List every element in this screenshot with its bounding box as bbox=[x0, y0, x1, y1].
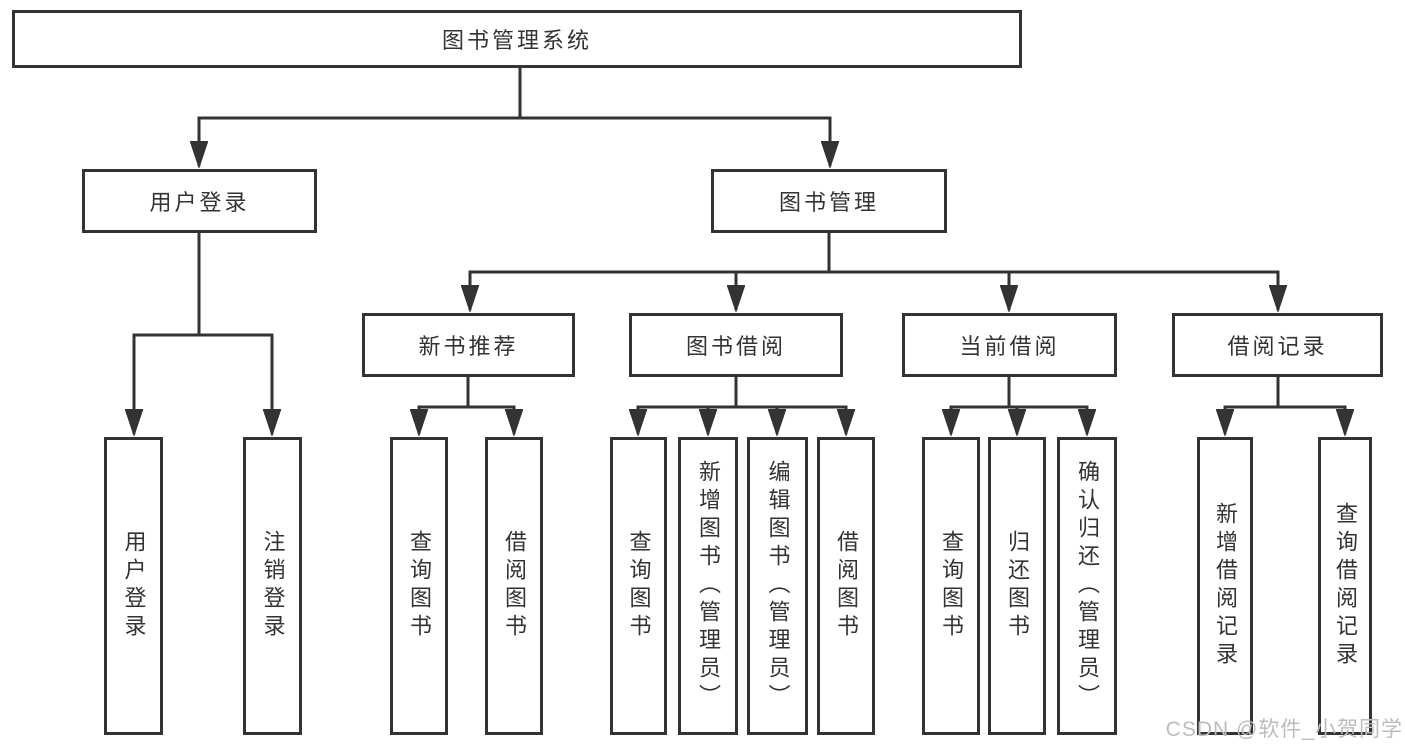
node-book-management: 图书管理 bbox=[711, 169, 947, 233]
node-borrowing-records: 借阅记录 bbox=[1172, 313, 1383, 377]
leaf-query-book-borrowing: 查询图书 bbox=[610, 437, 667, 735]
node-root: 图书管理系统 bbox=[12, 10, 1022, 68]
csdn-watermark: CSDN @软件_小贺同学 bbox=[1165, 718, 1403, 741]
leaf-user-login: 用户登录 bbox=[104, 437, 163, 735]
node-user-login: 用户登录 bbox=[82, 169, 317, 233]
node-book-borrowing: 图书借阅 bbox=[629, 313, 843, 377]
leaf-query-borrow-record: 查询借阅记录 bbox=[1318, 437, 1372, 735]
leaf-add-book-admin: 新增图书（管理员） bbox=[678, 437, 738, 735]
leaf-return-book: 归还图书 bbox=[988, 437, 1046, 735]
node-new-book-recommend: 新书推荐 bbox=[362, 313, 575, 377]
leaf-borrow-book-borrowing: 借阅图书 bbox=[817, 437, 875, 735]
leaf-confirm-return-admin: 确认归还（管理员） bbox=[1057, 437, 1117, 735]
leaf-add-borrow-record: 新增借阅记录 bbox=[1197, 437, 1253, 735]
leaf-logout: 注销登录 bbox=[243, 437, 302, 735]
leaf-edit-book-admin: 编辑图书（管理员） bbox=[747, 437, 808, 735]
leaf-query-book-current: 查询图书 bbox=[922, 437, 980, 735]
node-current-borrowing: 当前借阅 bbox=[902, 313, 1117, 377]
leaf-query-book-recommend: 查询图书 bbox=[390, 437, 448, 735]
leaf-borrow-book-recommend: 借阅图书 bbox=[485, 437, 543, 735]
